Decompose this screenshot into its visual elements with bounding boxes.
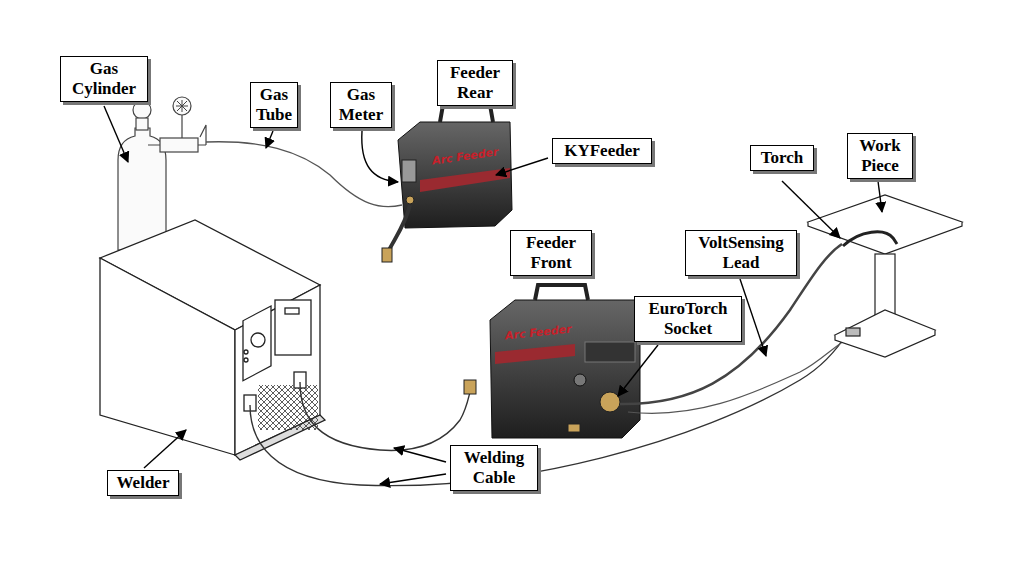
callout-text: Feeder Rear bbox=[442, 63, 508, 103]
callout-box: Feeder Rear bbox=[437, 60, 513, 106]
callout-text: EuroTorch Socket bbox=[639, 299, 737, 339]
callout-box: Gas Meter bbox=[330, 82, 392, 128]
work-piece bbox=[808, 195, 962, 357]
callout-text: Torch bbox=[755, 148, 809, 168]
leader-arrow bbox=[104, 106, 882, 484]
callout-text: VoltSensing Lead bbox=[690, 233, 792, 273]
callout-box: Gas Tube bbox=[250, 82, 298, 128]
callout-box: Welding Cable bbox=[450, 445, 538, 491]
feeder-front bbox=[490, 285, 640, 438]
callout-box: Feeder Front bbox=[510, 230, 592, 276]
callout-text: Welder bbox=[112, 473, 174, 493]
cable-plug bbox=[464, 380, 476, 394]
callout-box: KYFeeder bbox=[552, 138, 652, 164]
callout-box: Gas Cylinder bbox=[60, 56, 148, 102]
welder bbox=[100, 220, 325, 460]
callout-text: Welding Cable bbox=[455, 448, 533, 488]
callout-box: EuroTorch Socket bbox=[634, 296, 742, 342]
callout-text: Work Piece bbox=[852, 136, 908, 176]
gas-tube bbox=[206, 142, 402, 207]
callout-text: Feeder Front bbox=[515, 233, 587, 273]
callout-text: Gas Cylinder bbox=[65, 59, 143, 99]
callout-text: KYFeeder bbox=[557, 141, 647, 161]
feeder-rear bbox=[382, 105, 512, 262]
callout-text: Gas Tube bbox=[255, 85, 293, 125]
callout-box: Torch bbox=[750, 145, 814, 171]
callout-text: Gas Meter bbox=[335, 85, 387, 125]
volt-sensing-lead bbox=[628, 336, 852, 413]
callout-box: Work Piece bbox=[847, 133, 913, 179]
callout-box: Welder bbox=[107, 470, 179, 496]
callout-box: VoltSensing Lead bbox=[685, 230, 797, 276]
